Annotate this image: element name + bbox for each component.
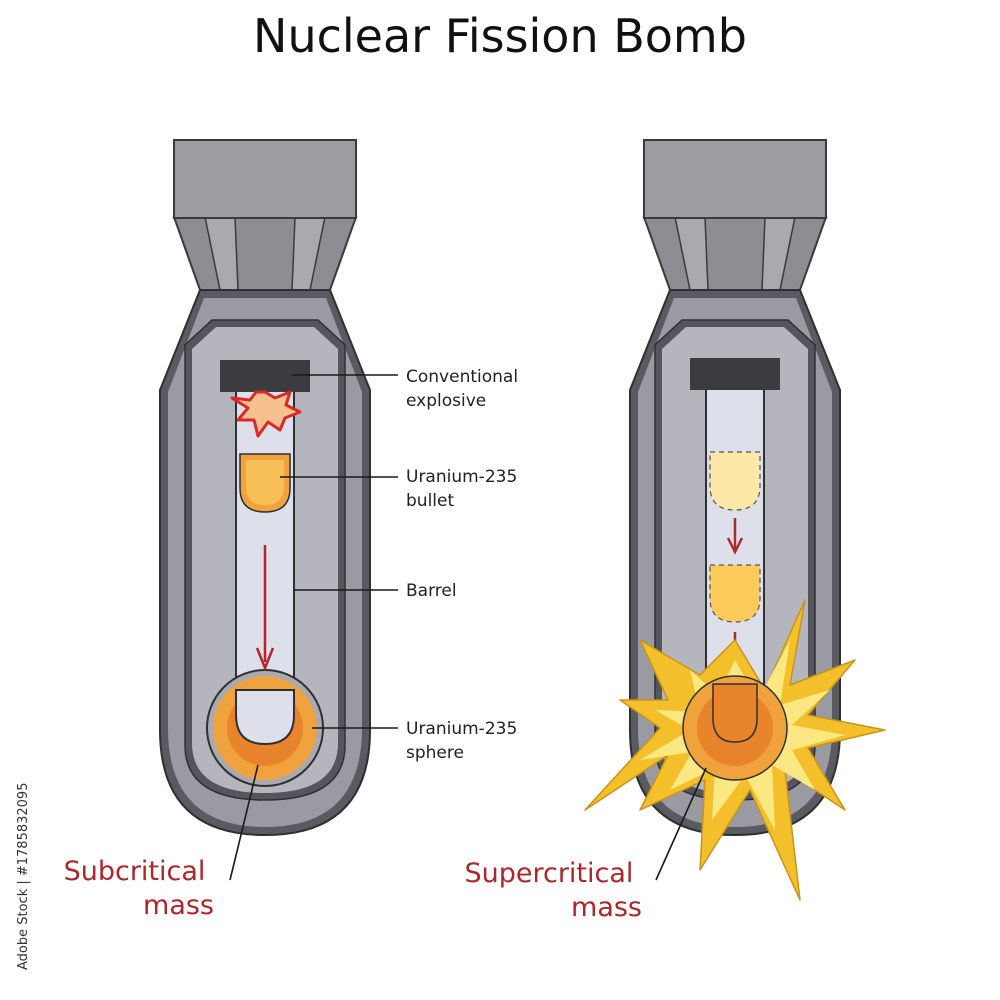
motion-arrow-right-1: [726, 518, 744, 555]
supercritical-bomb: [584, 139, 886, 901]
label-conventional-explosive: Conventional explosive: [406, 367, 523, 411]
caption-supercritical: Supercritical mass: [464, 858, 642, 923]
conventional-explosive-left: [220, 360, 310, 392]
leader-subcritical: [229, 764, 259, 881]
subcritical-bomb: [159, 139, 371, 837]
motion-arrow-left: [255, 545, 275, 672]
bullet-ghost-1: [709, 451, 761, 511]
tail-fin-right: [642, 139, 828, 291]
stock-id: Adobe Stock | #1785832095: [16, 783, 31, 970]
tail-fin-left: [172, 139, 358, 291]
page-title: Nuclear Fission Bomb: [253, 9, 747, 63]
conventional-explosive-right: [690, 358, 780, 390]
label-barrel: Barrel: [406, 581, 457, 601]
bullet-ghost-2: [709, 564, 761, 623]
label-uranium-bullet: Uranium-235 bullet: [406, 467, 523, 511]
leader-supercritical: [655, 767, 707, 881]
label-uranium-sphere: Uranium-235 sphere: [406, 719, 523, 763]
explosion-spark-icon: [230, 390, 302, 438]
caption-subcritical: Subcritical mass: [64, 856, 214, 921]
